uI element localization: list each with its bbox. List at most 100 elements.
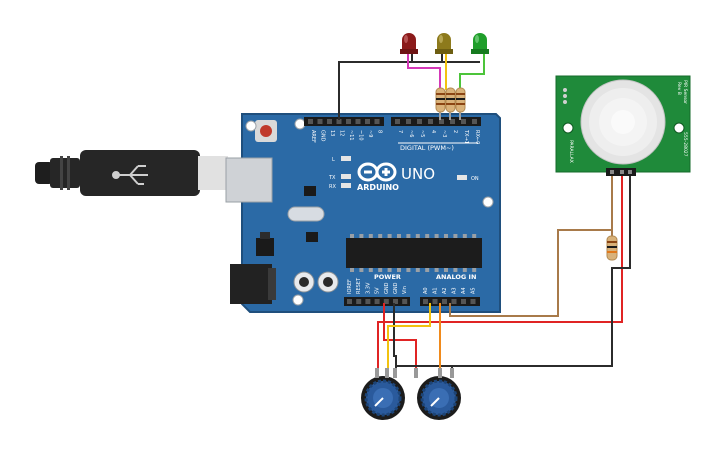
pir-sensor[interactable]: PIR Sensor Rev B 555-28027 PARALLAX: [555, 75, 691, 176]
led-green[interactable]: [471, 33, 489, 54]
potentiometer-1[interactable]: [361, 368, 405, 420]
header-socket[interactable]: [461, 299, 466, 304]
mounting-hole: [482, 196, 494, 208]
top-pin-label: ~5: [419, 130, 425, 137]
header-socket[interactable]: [356, 299, 362, 304]
top-pin-label: 2: [452, 130, 458, 133]
header-socket[interactable]: [383, 299, 389, 304]
resistor-led-yellow[interactable]: [445, 87, 456, 113]
wire-red-led: [407, 54, 441, 90]
voltage-regulator: [256, 238, 274, 256]
header-socket[interactable]: [393, 299, 398, 304]
pir-label-top: PIR Sensor: [682, 80, 688, 104]
header-socket[interactable]: [402, 299, 408, 304]
power-header: [344, 297, 480, 306]
model-text: UNO: [401, 165, 435, 183]
ic-pin: [359, 268, 364, 272]
ic-pin: [359, 234, 364, 238]
ic-pin: [368, 234, 373, 238]
ic-pin: [425, 234, 430, 238]
header-socket[interactable]: [346, 119, 351, 124]
header-socket[interactable]: [423, 299, 428, 304]
header-socket[interactable]: [317, 119, 323, 124]
analog-pin-label: A1: [433, 287, 439, 294]
analog-pin-label: A4: [461, 287, 467, 294]
led-yellow[interactable]: [435, 33, 453, 54]
header-socket[interactable]: [417, 119, 422, 124]
analog-pin-label: A5: [471, 287, 477, 294]
header-socket[interactable]: [461, 119, 466, 124]
ic-pin: [444, 268, 448, 272]
wire-pot2-ground: [396, 365, 453, 372]
potentiometer-2[interactable]: [414, 368, 461, 420]
header-socket[interactable]: [395, 119, 400, 124]
header-socket[interactable]: [355, 119, 361, 124]
top-pin-label: RX←0: [474, 130, 480, 144]
top-pin-label: 12: [339, 130, 345, 136]
header-socket[interactable]: [432, 299, 438, 304]
led-l-indicator: [341, 156, 351, 161]
mounting-hole: [294, 118, 306, 130]
ic-pin: [415, 234, 420, 238]
header-socket[interactable]: [470, 299, 476, 304]
ic-pin: [472, 268, 477, 272]
header-socket[interactable]: [347, 299, 352, 304]
top-pin-label: TX→1: [463, 129, 469, 144]
reset-button[interactable]: [255, 120, 277, 142]
header-socket[interactable]: [442, 299, 447, 304]
top-pin-label: ~6: [408, 130, 414, 137]
power-pin-label: 3.3V: [365, 282, 371, 294]
wire-green-led: [459, 54, 485, 90]
header-socket[interactable]: [365, 299, 371, 304]
small-ic: [304, 186, 316, 196]
resistor-led-red[interactable]: [435, 87, 446, 113]
top-pin-label: 4: [430, 130, 436, 133]
arduino-logo: [357, 162, 397, 182]
header-socket[interactable]: [451, 299, 457, 304]
ic-pin: [472, 234, 477, 238]
usb-symbol-icon: [112, 165, 148, 185]
power-pin-label: GND: [384, 282, 390, 294]
header-socket[interactable]: [450, 119, 455, 124]
analog-pin-label: A0: [423, 287, 429, 294]
led-on-indicator: [457, 175, 467, 180]
header-socket[interactable]: [428, 119, 433, 124]
ic-pin: [415, 268, 420, 272]
top-pin-label: 13: [329, 130, 335, 136]
mounting-hole: [245, 120, 257, 132]
resistor-pir-pulldown[interactable]: [606, 235, 618, 261]
ic-pin: [387, 234, 392, 238]
led-on-label: ON: [471, 176, 479, 182]
header-socket[interactable]: [472, 119, 477, 124]
analog-in-label: ANALOG IN: [436, 273, 476, 281]
header-socket[interactable]: [406, 119, 411, 124]
resistor-led-green[interactable]: [455, 87, 466, 113]
top-pin-label: ~10: [358, 130, 364, 141]
ic-pin: [462, 234, 467, 238]
ic-pin: [434, 268, 439, 272]
ic-pin: [378, 268, 383, 272]
header-socket[interactable]: [374, 299, 380, 304]
led-tx-indicator: [341, 174, 351, 179]
header-socket[interactable]: [336, 119, 342, 124]
led-red[interactable]: [400, 33, 418, 54]
ic-pin: [425, 268, 430, 272]
header-socket[interactable]: [327, 119, 332, 124]
pir-dome: [580, 79, 666, 165]
header-socket[interactable]: [439, 119, 444, 124]
header-socket[interactable]: [365, 119, 370, 124]
top-pin-label: ~3: [441, 130, 447, 137]
power-pin-label: RESET: [356, 277, 362, 294]
top-pin-label: ~9: [367, 130, 373, 137]
mounting-hole: [292, 294, 304, 306]
wires: [338, 54, 631, 372]
top-pin-label: GND: [320, 130, 326, 142]
top-pin-label: ~11: [348, 130, 354, 141]
header-socket[interactable]: [308, 119, 313, 124]
led-rx-label: RX: [329, 184, 336, 190]
header-socket[interactable]: [374, 119, 380, 124]
digital-header: [304, 117, 481, 126]
top-pin-label: 7: [397, 130, 403, 133]
power-pin-label: Vin: [402, 286, 408, 294]
